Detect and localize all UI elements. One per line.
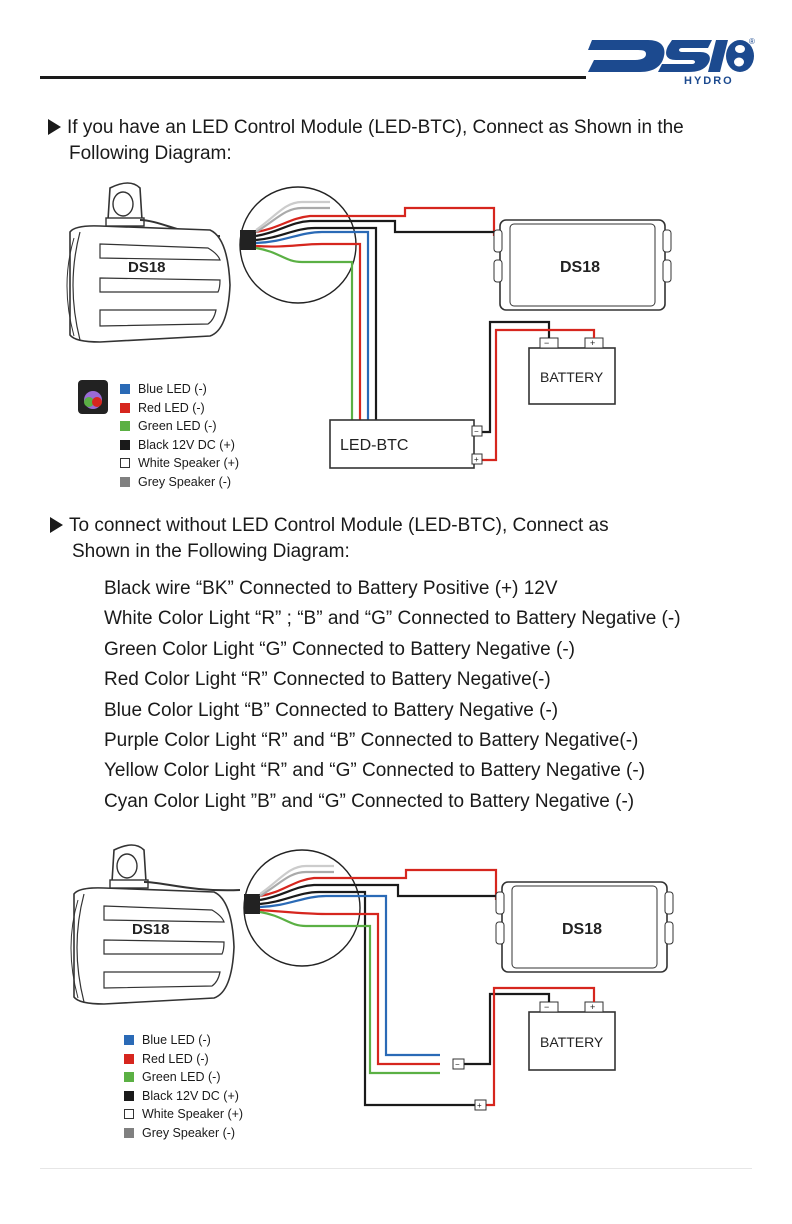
legend-item: Blue LED (-) (120, 380, 239, 399)
section2-line2: Shown in the Following Diagram: (72, 541, 350, 562)
header-rule (40, 76, 586, 79)
legend-1: Blue LED (-) Red LED (-) Green LED (-) B… (120, 380, 239, 491)
battery-minus: − (544, 338, 549, 348)
legend-swatch (124, 1053, 134, 1064)
led-btc-label: LED-BTC (340, 437, 408, 454)
legend-item: Blue LED (-) (124, 1031, 243, 1050)
battery-plus: + (590, 338, 595, 348)
instruction-item: Purple Color Light “R” and “B” Connected… (104, 729, 639, 751)
instruction-item: Yellow Color Light “R” and “G” Connected… (104, 760, 646, 782)
legend-item: Black 12V DC (+) (120, 436, 239, 455)
speaker-brand: DS18 (132, 921, 170, 938)
legend-swatch (124, 1090, 134, 1101)
tower-speaker-1: DS18 (66, 182, 231, 343)
amp-brand: DS18 (562, 921, 602, 938)
legend-swatch (120, 384, 130, 395)
battery-label: BATTERY (540, 1034, 604, 1050)
instruction-item: Red Color Light “R” Connected to Battery… (104, 669, 551, 691)
svg-text:−: − (455, 1060, 460, 1069)
legend-swatch (120, 421, 130, 432)
legend-swatch (120, 476, 130, 487)
ds18-hydro-logo: ® HYDRO (588, 37, 755, 87)
svg-text:−: − (474, 427, 479, 436)
legend-item: Grey Speaker (-) (120, 473, 239, 492)
amplifier-2: DS18 (495, 881, 674, 973)
battery-label: BATTERY (540, 369, 604, 385)
connection-instructions: Black wire “BK” Connected to Battery Pos… (104, 574, 681, 817)
legend-2: Blue LED (-) Red LED (-) Green LED (-) B… (124, 1031, 243, 1142)
instruction-item: Black wire “BK” Connected to Battery Pos… (104, 578, 558, 599)
svg-text:+: + (474, 455, 479, 464)
instruction-item: White Color Light “R” ; “B” and “G” Conn… (104, 608, 681, 630)
connector-wires (255, 200, 496, 420)
led-btc-module: LED-BTC − + (329, 419, 483, 469)
section1-line2: Following Diagram: (69, 143, 232, 164)
logo-mark (588, 40, 754, 72)
legend-item: Red LED (-) (120, 399, 239, 418)
legend-swatch (124, 1127, 134, 1138)
svg-text:+: + (477, 1101, 482, 1110)
legend-item: Green LED (-) (120, 417, 239, 436)
legend-swatch (120, 458, 130, 469)
svg-text:+: + (590, 1002, 595, 1012)
section2-line1: To connect without LED Control Module (L… (69, 515, 609, 536)
connector-plug (244, 894, 260, 914)
legend-item: White Speaker (+) (120, 454, 239, 473)
speaker-brand: DS18 (128, 259, 166, 276)
battery-1: − + BATTERY (528, 337, 616, 405)
legend-swatch (124, 1072, 134, 1083)
svg-text:−: − (544, 1002, 549, 1012)
terminal-markers: − + (452, 1058, 487, 1111)
legend-item: Green LED (-) (124, 1068, 243, 1087)
amp-brand: DS18 (560, 259, 600, 276)
legend-swatch (120, 439, 130, 450)
legend-item: Grey Speaker (-) (124, 1124, 243, 1143)
instruction-item: Blue Color Light “B” Connected to Batter… (104, 699, 559, 721)
footer-rule (40, 1168, 752, 1169)
tower-speaker-2: DS18 (70, 844, 241, 1005)
legend-item: Black 12V DC (+) (124, 1087, 243, 1106)
legend-item: Red LED (-) (124, 1050, 243, 1069)
battery-2: − + BATTERY (528, 1001, 616, 1071)
amplifier-1: DS18 (493, 219, 672, 311)
legend-item: White Speaker (+) (124, 1105, 243, 1124)
wiring-diagram-1: DS18 DS18 − + BATTERY (66, 182, 672, 469)
step-1-marker: 1 (48, 119, 67, 139)
logo-subtext: HYDRO (684, 75, 734, 87)
instruction-item: Cyan Color Light ”B” and “G” Connected t… (104, 790, 635, 812)
wiring-diagram-2: DS18 DS18 − + BATTERY − + (70, 844, 674, 1111)
ds18-app-icon (78, 380, 108, 414)
legend-swatch (120, 402, 130, 413)
connector-plug (240, 230, 256, 250)
instruction-item: Green Color Light “G” Connected to Batte… (104, 638, 575, 660)
legend-swatch (124, 1109, 134, 1120)
connector-wires (259, 864, 498, 1107)
step-2-marker: 2 (50, 517, 69, 537)
legend-swatch (124, 1035, 134, 1046)
section1-line1: If you have an LED Control Module (LED-B… (67, 117, 684, 138)
logo-registered: ® (749, 37, 755, 46)
